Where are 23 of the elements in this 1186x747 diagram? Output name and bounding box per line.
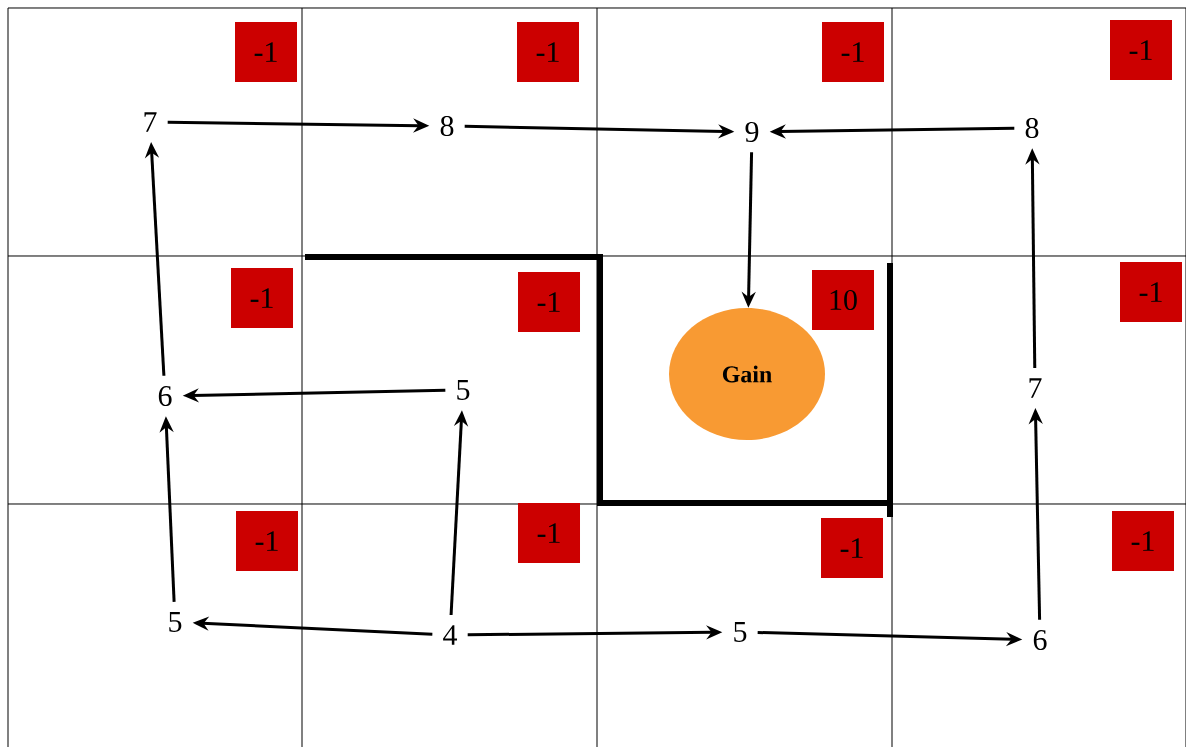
cell-value: 6 xyxy=(1033,629,1047,651)
reward-box: -1 xyxy=(236,511,298,571)
reward-box: -1 xyxy=(1110,20,1172,80)
reward-box: -1 xyxy=(518,272,580,332)
reward-box: -1 xyxy=(821,518,883,578)
reward-box: -1 xyxy=(1112,511,1174,571)
cell-value: 7 xyxy=(144,112,157,132)
reward-box: -1 xyxy=(822,22,884,82)
cell-value: 9 xyxy=(745,121,759,143)
reward-box: -1 xyxy=(1120,262,1182,322)
cell-value: 5 xyxy=(457,380,470,400)
cell-value: 8 xyxy=(1025,117,1039,139)
reward-box: -1 xyxy=(517,22,579,82)
cell-value: 8 xyxy=(440,115,454,137)
reward-box: -1 xyxy=(518,503,580,563)
reward-box: -1 xyxy=(231,268,293,328)
cell-value: 7 xyxy=(1029,378,1042,398)
reward-box: -1 xyxy=(235,22,297,82)
cell-value: 6 xyxy=(158,385,172,407)
reward-box: 10 xyxy=(812,270,874,330)
cell-value: 5 xyxy=(734,622,747,642)
cell-value: 5 xyxy=(169,612,182,632)
cell-value: 4 xyxy=(443,625,457,645)
